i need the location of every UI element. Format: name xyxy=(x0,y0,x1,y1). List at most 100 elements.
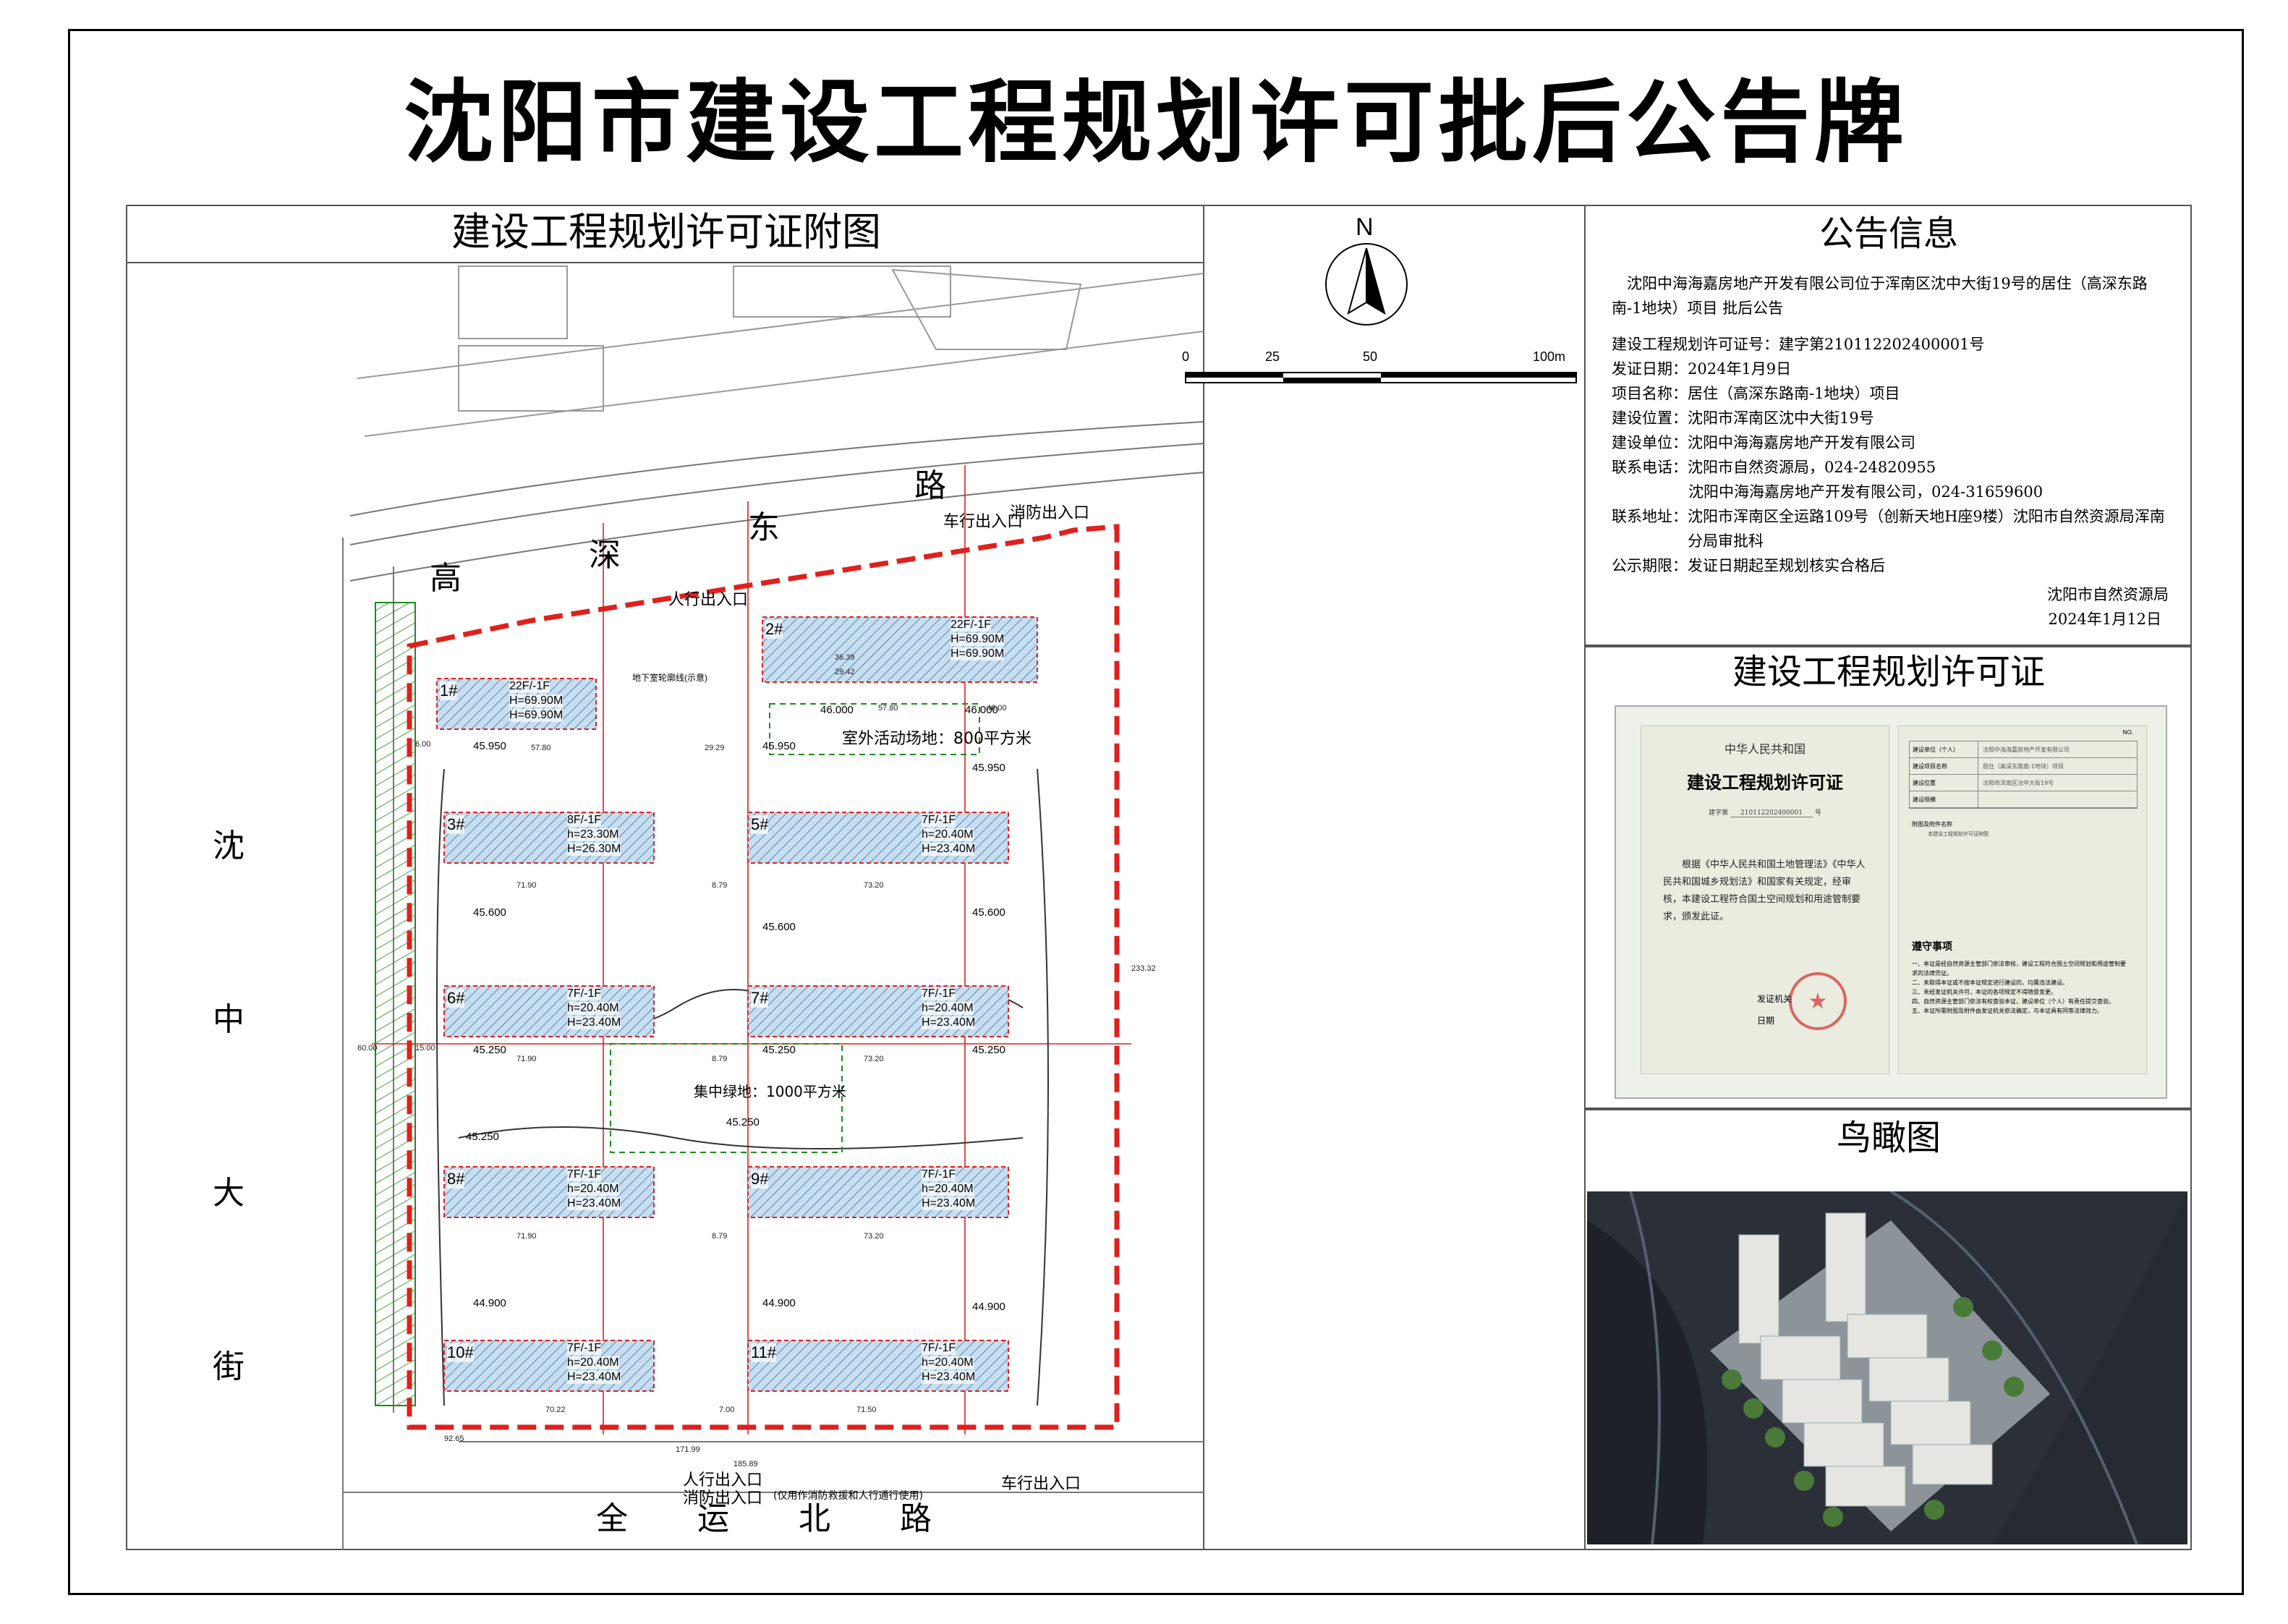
elevation-marker: 46.000 xyxy=(820,704,854,716)
permit-table-label: 建设位置 xyxy=(1910,775,1978,791)
permit-attachment-text: 本建设工程规划许可证附图 xyxy=(1928,831,1989,837)
north-label: N xyxy=(1356,213,1374,241)
notice-row-value: 沈阳市自然资源局，024-24820955 xyxy=(1688,459,1936,476)
building-total-height: H=23.40M xyxy=(567,1371,621,1384)
dimension-label: 71.50 xyxy=(856,1406,877,1414)
notice-row-key: 联系地址： xyxy=(1612,508,1688,525)
notice-panel: 公告信息 沈阳中海海嘉房地产开发有限公司位于浑南区沈中大街19号的居住（高深东路… xyxy=(1586,205,2192,646)
building-height: h=20.40M xyxy=(567,1183,619,1196)
scale-tick-25: 25 xyxy=(1265,349,1280,364)
permit-date-label: 日期 xyxy=(1757,1016,1775,1026)
permit-note: 四、自然资源主管部门依法有权查验本证，建设单位（个人）有责任提交查验。 xyxy=(1912,998,2114,1005)
dimension-label: 73.20 xyxy=(864,1232,884,1241)
dimension-label: 71.90 xyxy=(516,1055,537,1063)
green-area-label: 集中绿地：1000平方米 xyxy=(694,1083,846,1100)
notice-row-value: 居住（高深东路南-1地块）项目 xyxy=(1688,385,1900,402)
elevation-marker: 45.950 xyxy=(473,740,506,752)
road-south-char-1: 全 xyxy=(596,1500,628,1537)
dimension-label: 46.00 xyxy=(987,704,1007,713)
permit-seal: ★ xyxy=(1789,972,1847,1030)
notice-row-key: 项目名称： xyxy=(1612,385,1688,402)
dimension-label: 6.00 xyxy=(415,740,431,749)
notice-row-key: 联系电话： xyxy=(1612,459,1688,476)
elevation-marker: 45.950 xyxy=(972,762,1005,774)
notice-row: 沈阳中海海嘉房地产开发有限公司，024-31659600 xyxy=(1612,480,2176,504)
notice-row-value: 沈阳中海海嘉房地产开发有限公司 xyxy=(1688,434,1915,451)
building-id: 9# xyxy=(751,1170,769,1189)
permit-note: 二、未取得本证或不按本证规定进行建设的，均属违法建设。 xyxy=(1912,979,2068,986)
dimension-label: 8.79 xyxy=(712,881,728,890)
building-id: 10# xyxy=(447,1343,474,1362)
building-height: h=23.30M xyxy=(567,828,619,841)
vehicle-entrance-north: 车行出入口 xyxy=(943,513,1024,531)
permit-table-row: 建设位置沈阳市浑南区沈中大街19号 xyxy=(1910,775,2137,791)
permit-number: 210112202400001 xyxy=(1730,809,1813,817)
road-north-char-1: 高 xyxy=(430,560,462,597)
notice-row: 公示期限：发证日期起至规划核实合格后 xyxy=(1612,553,2176,578)
building-total-height: H=23.40M xyxy=(922,1371,976,1384)
notice-row-value: 2024年1月9日 xyxy=(1688,360,1792,378)
notice-row-key xyxy=(1612,480,1688,504)
permit-issuer-label: 发证机关 xyxy=(1757,994,1792,1004)
building-height: H=69.90M xyxy=(951,633,1005,646)
elevation-marker: 45.600 xyxy=(972,906,1005,919)
dimension-label: 8.79 xyxy=(712,1055,728,1063)
building-floors: 7F/-1F xyxy=(922,1168,956,1181)
permit-note: 一、本证是经自然资源主管部门依法审核，建设工程符合国土空间规划和用途管制要求的法… xyxy=(1912,961,2126,977)
dimension-label: 73.20 xyxy=(864,1055,884,1063)
fire-entrance-south-note: (仅用作消防救援和人行通行使用) xyxy=(773,1490,923,1502)
permit-table-value: 居住（高深东路南-1地块）项目 xyxy=(1983,762,2064,770)
site-plan-heading: 建设工程规划许可证附图 xyxy=(451,209,881,255)
building-height: h=20.40M xyxy=(922,828,974,841)
dimension-label: 71.90 xyxy=(516,881,537,890)
dimension-label: 73.20 xyxy=(864,881,884,890)
elevation-marker: 45.250 xyxy=(972,1044,1005,1056)
notice-row: 建设单位：沈阳中海海嘉房地产开发有限公司 xyxy=(1612,430,2176,455)
aerial-heading: 鸟瞰图 xyxy=(1836,1118,1941,1158)
notice-row: 项目名称：居住（高深东路南-1地块）项目 xyxy=(1612,381,2176,406)
dimension-label: 171.99 xyxy=(676,1445,700,1454)
elevation-marker: 45.250 xyxy=(726,1116,760,1128)
road-west-char-3: 大 xyxy=(213,1175,244,1212)
permit-left-page: 中华人民共和国 建设工程规划许可证 建字第 210112202400001 号 … xyxy=(1641,726,1889,1074)
building-total-height: H=23.40M xyxy=(922,843,976,856)
permit-table-row: 建设单位（个人）沈阳中海海嘉房地产开发有限公司 xyxy=(1910,741,2137,758)
building-total-height: H=69.90M xyxy=(951,647,1005,660)
aerial-panel: 鸟瞰图 xyxy=(1586,1109,2192,1550)
notice-issuer: 沈阳市自然资源局 xyxy=(2047,586,2169,603)
notice-heading: 公告信息 xyxy=(1819,213,1958,254)
notice-row: 发证日期：2024年1月9日 xyxy=(1612,357,2176,381)
building-height: h=20.40M xyxy=(922,1002,974,1015)
building-total-height: H=23.40M xyxy=(922,1197,976,1210)
notice-row-value: 沈阳市浑南区沈中大街19号 xyxy=(1688,409,1874,427)
pedestrian-entrance-north: 人行出入口 xyxy=(668,591,749,609)
building-floors: 7F/-1F xyxy=(567,1168,602,1181)
road-south-char-3: 北 xyxy=(799,1500,830,1537)
scale-bar xyxy=(1185,372,1577,383)
notice-row: 联系地址：沈阳市浑南区全运路109号（创新天地H座9楼）沈阳市自然资源局浑南分局… xyxy=(1612,504,2176,553)
fire-entrance-south: 消防出入口 xyxy=(683,1489,763,1508)
vehicle-entrance-south: 车行出入口 xyxy=(1001,1475,1081,1493)
notice-row-key: 建设单位： xyxy=(1612,434,1688,451)
building-id: 8# xyxy=(447,1170,465,1189)
elevation-marker: 45.250 xyxy=(473,1044,506,1056)
road-north-char-4: 路 xyxy=(914,467,946,504)
notice-row: 建设工程规划许可证号：建字第210112202400001号 xyxy=(1612,332,2176,357)
notice-date: 2024年1月12日 xyxy=(2048,611,2161,628)
notice-row-key: 公示期限： xyxy=(1612,557,1688,574)
building-id: 6# xyxy=(447,989,465,1008)
notice-row-value: 沈阳中海海嘉房地产开发有限公司，024-31659600 xyxy=(1688,483,2044,501)
elevation-marker: 46.000 xyxy=(965,704,998,716)
permit-number-suffix: 号 xyxy=(1814,809,1821,817)
permit-no-label: NO. xyxy=(2122,729,2134,736)
permit-body: 根据《中华人民共和国土地管理法》《中华人民共和国城乡规划法》和国家有关规定，经审… xyxy=(1663,859,1866,922)
building-height: h=20.40M xyxy=(567,1002,619,1015)
site-plan-panel: 建设工程规划许可证附图 xyxy=(126,205,1586,1550)
road-west-char-4: 街 xyxy=(213,1348,244,1385)
permit-table-value: 沈阳中海海嘉房地产开发有限公司 xyxy=(1983,746,2070,753)
dimension-label: 92.65 xyxy=(444,1434,464,1443)
road-north-char-3: 东 xyxy=(748,509,780,546)
permit-table-label: 建设规模 xyxy=(1910,791,1978,807)
activity-area-label: 室外活动场地：800平方米 xyxy=(842,730,1032,748)
building-floors: 8F/-1F xyxy=(567,814,602,827)
